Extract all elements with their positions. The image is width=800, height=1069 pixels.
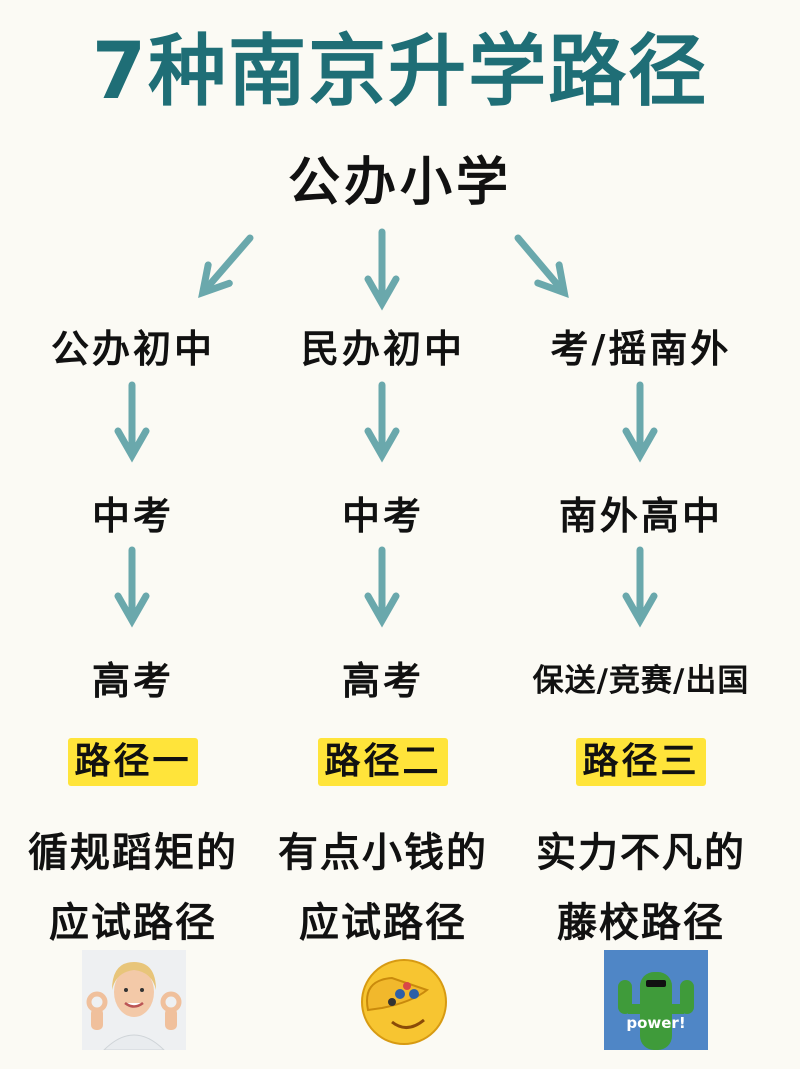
desc-line: 应试路径 (299, 900, 467, 946)
path-desc-2: 有点小钱的 应试路径 (250, 818, 516, 958)
arrow-root-to-left (198, 234, 254, 298)
arrow-root-to-right (514, 234, 569, 299)
power-cactus-icon: power! (604, 950, 708, 1050)
node-zhongkao-1: 中考 (91, 494, 174, 538)
node-zhongkao-2: 中考 (341, 494, 424, 538)
node-gaokao-1: 高考 (91, 659, 174, 703)
node-nanwai-middle: 考/摇南外 (550, 327, 732, 371)
path-desc-1: 循规蹈矩的 应试路径 (0, 818, 266, 958)
path-badge-2: 路径二 (318, 738, 448, 786)
node-abroad: 保送/竞赛/出国 (532, 663, 750, 699)
path-desc-3: 实力不凡的 藤校路径 (508, 818, 774, 958)
desc-line: 有点小钱的 (278, 830, 488, 876)
power-label: power! (626, 1014, 685, 1032)
root-node: 公办小学 (287, 153, 512, 213)
node-nanwai-high: 南外高中 (558, 494, 723, 538)
path-badge-3: 路径三 (576, 738, 706, 786)
desc-line: 应试路径 (49, 900, 217, 946)
node-private-middle: 民办初中 (300, 327, 465, 371)
desc-line: 循规蹈矩的 (28, 830, 238, 876)
money-eyes-emoji-icon (361, 959, 447, 1045)
desc-line: 实力不凡的 (536, 830, 746, 876)
node-gaokao-2: 高考 (341, 659, 424, 703)
path-badge-1: 路径一 (68, 738, 198, 786)
ok-gesture-woman-icon (82, 950, 186, 1050)
page-title: 7种南京升学路径 (91, 27, 709, 117)
desc-line: 藤校路径 (557, 900, 725, 946)
node-public-middle: 公办初中 (50, 327, 215, 371)
